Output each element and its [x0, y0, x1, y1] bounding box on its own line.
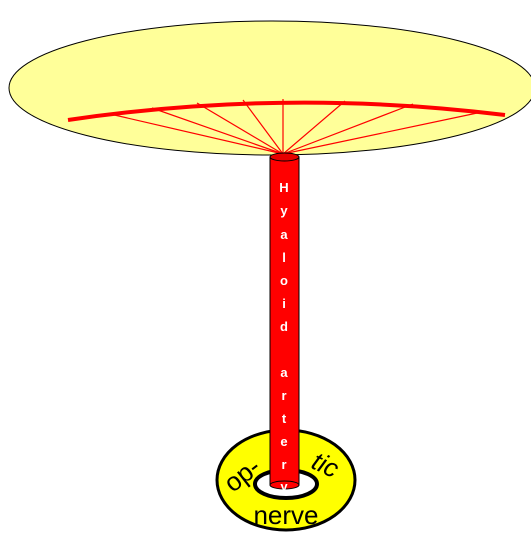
artery-letter: i: [282, 296, 286, 311]
artery-letter: e: [280, 434, 287, 449]
artery-letter: d: [280, 319, 288, 334]
artery-letter: l: [282, 250, 286, 265]
artery-letter: r: [281, 457, 286, 472]
artery-letter: r: [281, 388, 286, 403]
artery-letter: H: [279, 180, 288, 195]
lens-disc: [9, 21, 531, 155]
optic-nerve-label-nerve: nerve: [253, 500, 318, 530]
artery-letter: y: [280, 203, 288, 218]
artery-letter: a: [280, 227, 288, 242]
artery-letter: a: [280, 365, 288, 380]
artery-letter: t: [282, 411, 287, 426]
artery-top-cap: [270, 153, 299, 161]
artery-letter: o: [280, 273, 288, 288]
artery-letter: y: [280, 479, 288, 494]
